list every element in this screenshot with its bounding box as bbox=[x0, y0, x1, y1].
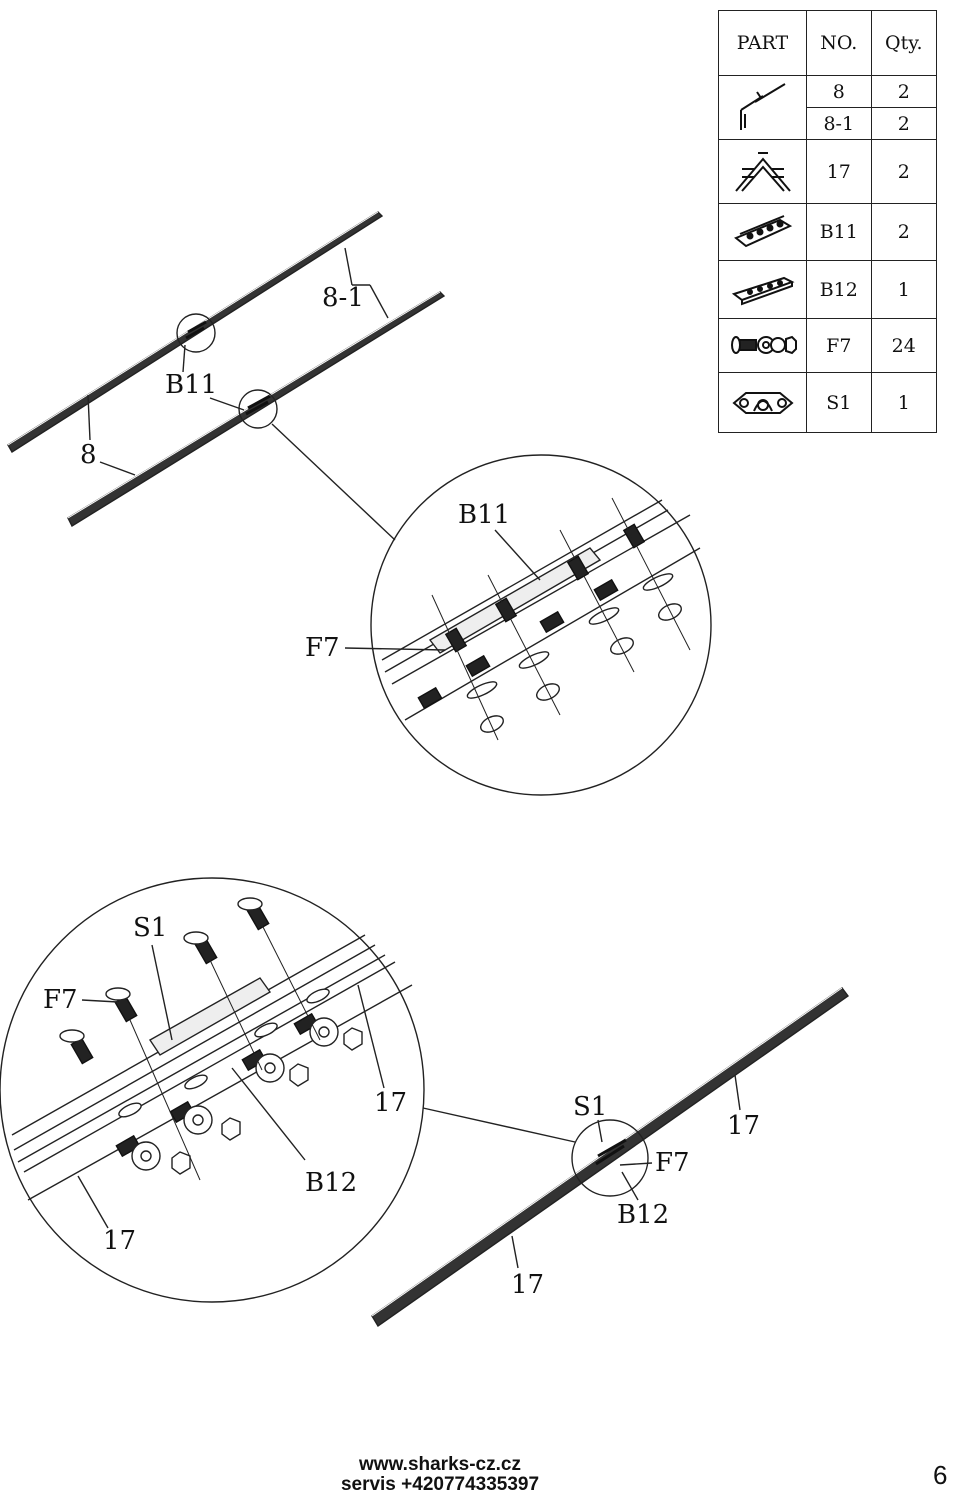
s1-marker bbox=[571, 1119, 649, 1197]
row-17-no: 17 bbox=[806, 139, 872, 204]
label-detail2-17-bottom: 17 bbox=[103, 1226, 137, 1256]
label-detail2-s1: S1 bbox=[133, 913, 168, 943]
footer: www.sharks-cz.cz servis +420774335397 bbox=[300, 1455, 580, 1495]
table-row: B11 2 bbox=[717, 203, 938, 261]
table-row: B12 1 bbox=[717, 260, 938, 319]
bracket-b11-icon bbox=[717, 203, 808, 261]
row-f7-qty: 24 bbox=[870, 318, 938, 373]
b11-marker-upper bbox=[176, 313, 216, 353]
row-8-1-qty: 2 bbox=[870, 107, 938, 140]
header-part: PART bbox=[717, 10, 808, 76]
page-number: 6 bbox=[933, 1460, 948, 1490]
table-row: S1 1 bbox=[717, 372, 938, 433]
table-row: 8-1 2 bbox=[719, 107, 938, 140]
row-f7-no: F7 bbox=[806, 318, 872, 373]
header-qty: Qty. bbox=[870, 10, 938, 76]
row-8-1-no: 8-1 bbox=[806, 107, 872, 140]
detail-circle-b11 bbox=[370, 454, 712, 796]
label-bottom-f7: F7 bbox=[655, 1148, 690, 1178]
label-detail2-17-right: 17 bbox=[374, 1088, 408, 1118]
label-bottom-b12: B12 bbox=[617, 1200, 670, 1230]
bolt-set-icon bbox=[717, 318, 808, 373]
ridge-connector-icon bbox=[717, 139, 808, 204]
website-link[interactable]: www.sharks-cz.cz bbox=[359, 1454, 521, 1475]
table-row: 17 2 bbox=[717, 139, 938, 204]
label-bottom-17-bottom: 17 bbox=[511, 1270, 545, 1300]
plate-b12-icon bbox=[717, 260, 808, 319]
frame-bar-icon bbox=[717, 75, 808, 140]
row-8-no: 8 bbox=[806, 75, 872, 108]
clamp-s1-icon bbox=[717, 372, 808, 433]
label-top-8-1: 8-1 bbox=[322, 283, 364, 313]
label-detail2-b12: B12 bbox=[305, 1168, 358, 1198]
row-b12-qty: 1 bbox=[870, 260, 938, 319]
parts-table-header: PART NO. Qty. bbox=[717, 10, 938, 76]
detail-circle-s1 bbox=[0, 877, 425, 1303]
table-row: F7 24 bbox=[717, 318, 938, 373]
row-s1-no: S1 bbox=[806, 372, 872, 433]
row-s1-qty: 1 bbox=[870, 372, 938, 433]
row-b12-no: B12 bbox=[806, 260, 872, 319]
header-no: NO. bbox=[806, 10, 872, 76]
label-detail2-f7: F7 bbox=[43, 985, 78, 1015]
table-row: 8 2 bbox=[717, 75, 938, 140]
detail-b11-bracket bbox=[381, 497, 701, 741]
service-phone: servis +420774335397 bbox=[340, 1474, 540, 1495]
label-bottom-17-top: 17 bbox=[727, 1111, 761, 1141]
label-bottom-s1: S1 bbox=[573, 1092, 608, 1122]
label-top-b11: B11 bbox=[165, 370, 218, 400]
row-b11-no: B11 bbox=[806, 203, 872, 261]
row-8-qty: 2 bbox=[870, 75, 938, 108]
bar-17-assembly bbox=[371, 987, 849, 1328]
label-detail1-f7: F7 bbox=[305, 633, 340, 663]
parts-table: PART NO. Qty. 8 2 8-1 2 17 2 bbox=[717, 10, 938, 433]
detail-s1-joint bbox=[11, 897, 413, 1201]
label-top-8: 8 bbox=[80, 440, 97, 470]
row-b11-qty: 2 bbox=[870, 203, 938, 261]
row-17-qty: 2 bbox=[870, 139, 938, 204]
label-detail1-b11: B11 bbox=[458, 500, 511, 530]
b11-marker-lower bbox=[238, 389, 278, 429]
